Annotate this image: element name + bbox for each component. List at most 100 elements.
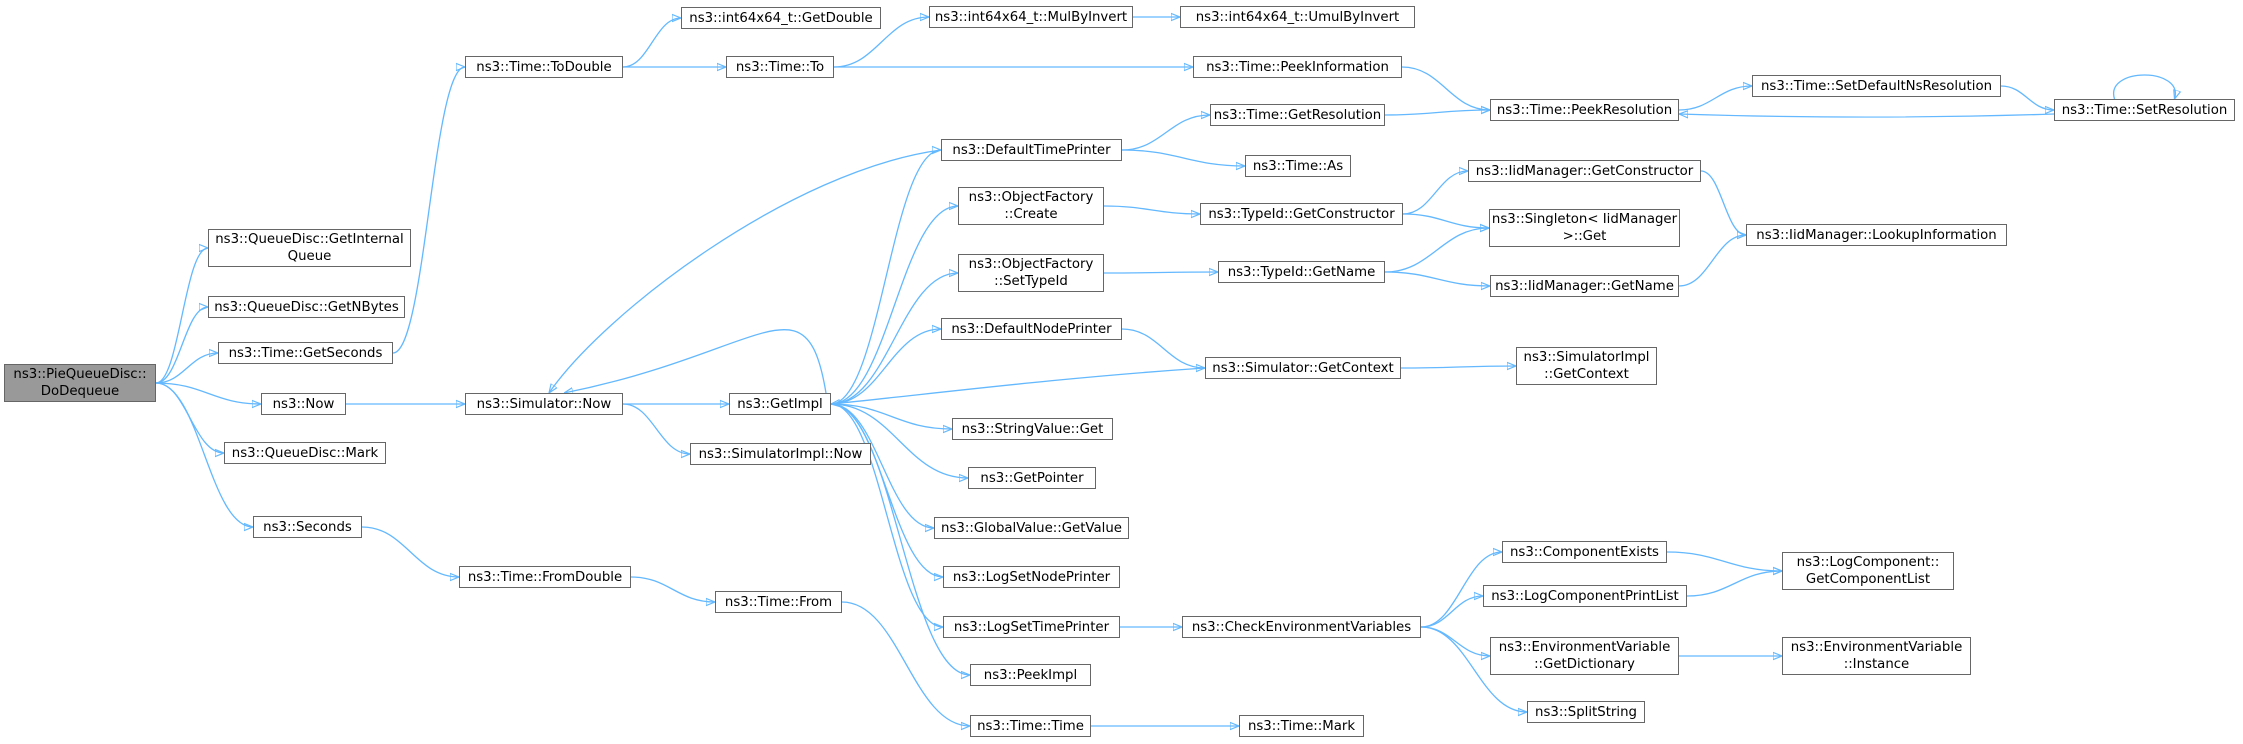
edge-time_to-to-mul_by_invert bbox=[833, 17, 929, 68]
edge-iid_get_constructor-to-iid_lookup_information bbox=[1700, 170, 1747, 235]
edge-type_id_get_name-to-singleton_get bbox=[1384, 228, 1489, 273]
edge-peek_information-to-peek_resolution bbox=[1401, 66, 1490, 110]
node-split-string[interactable]: ns3::SplitString bbox=[1527, 701, 1645, 723]
node-iid-lookup-information[interactable]: ns3::IidManager::LookupInformation bbox=[1746, 224, 2007, 246]
node-singleton-get[interactable]: ns3::Singleton< IidManager >::Get bbox=[1489, 209, 1680, 247]
node-queue-disc-mark[interactable]: ns3::QueueDisc::Mark bbox=[224, 442, 386, 464]
node-root: ns3::PieQueueDisc:: DoDequeue bbox=[4, 364, 156, 402]
edge-root-to-seconds bbox=[155, 382, 253, 527]
node-check-env-vars[interactable]: ns3::CheckEnvironmentVariables bbox=[1182, 616, 1421, 638]
node-simulator-get-context[interactable]: ns3::Simulator::GetContext bbox=[1205, 357, 1401, 379]
edge-time_get_resolution-to-peek_resolution bbox=[1384, 110, 1490, 116]
edge-get-impl-back bbox=[564, 329, 827, 393]
node-time-from-double[interactable]: ns3::Time::FromDouble bbox=[459, 566, 631, 588]
node-type-id-get-constructor[interactable]: ns3::TypeId::GetConstructor bbox=[1200, 203, 1403, 225]
edge-get_impl-to-default_time_printer bbox=[830, 150, 942, 405]
node-get-nbytes[interactable]: ns3::QueueDisc::GetNBytes bbox=[208, 296, 405, 318]
node-time-get-resolution[interactable]: ns3::Time::GetResolution bbox=[1210, 104, 1385, 126]
edge-default-time-printer-back bbox=[549, 149, 942, 393]
node-component-exists[interactable]: ns3::ComponentExists bbox=[1502, 541, 1667, 563]
edge-type_id_get_name-to-iid_get_name bbox=[1384, 271, 1490, 286]
node-type-id-get-name[interactable]: ns3::TypeId::GetName bbox=[1218, 261, 1385, 283]
edge-get_impl-to-string_value_get bbox=[830, 403, 952, 429]
node-env-var-instance[interactable]: ns3::EnvironmentVariable ::Instance bbox=[1782, 637, 1971, 675]
edge-iid_get_name-to-iid_lookup_information bbox=[1678, 235, 1747, 287]
node-get-internal-queue[interactable]: ns3::QueueDisc::GetInternal Queue bbox=[208, 229, 411, 267]
edge-set-resolution-back bbox=[1679, 114, 2055, 117]
node-default-time-printer[interactable]: ns3::DefaultTimePrinter bbox=[941, 139, 1122, 161]
edge-seconds-to-time_from_double bbox=[361, 526, 459, 577]
node-iid-get-constructor[interactable]: ns3::IidManager::GetConstructor bbox=[1468, 160, 1701, 182]
edge-time_to_double-to-int64_get_double bbox=[622, 18, 682, 68]
node-mul-by-invert[interactable]: ns3::int64x64_t::MulByInvert bbox=[929, 6, 1133, 28]
node-global-value-get-value[interactable]: ns3::GlobalValue::GetValue bbox=[934, 517, 1129, 539]
edge-check_env_vars-to-component_exists bbox=[1420, 552, 1502, 628]
node-log-component-print-list[interactable]: ns3::LogComponentPrintList bbox=[1483, 585, 1687, 607]
node-peek-resolution[interactable]: ns3::Time::PeekResolution bbox=[1490, 99, 1679, 121]
edge-get_impl-to-peek_impl bbox=[830, 403, 970, 675]
edge-log_component_print_list-to-log_component_get_component_list bbox=[1686, 571, 1782, 597]
node-simulator-impl-get-context[interactable]: ns3::SimulatorImpl ::GetContext bbox=[1516, 347, 1657, 385]
node-time-time[interactable]: ns3::Time::Time bbox=[970, 715, 1091, 737]
node-get-pointer[interactable]: ns3::GetPointer bbox=[968, 467, 1096, 489]
node-iid-get-name[interactable]: ns3::IidManager::GetName bbox=[1490, 275, 1679, 297]
node-set-default-ns-resolution[interactable]: ns3::Time::SetDefaultNsResolution bbox=[1752, 75, 2001, 97]
edge-check_env_vars-to-log_component_print_list bbox=[1420, 596, 1483, 628]
edge-time_from_double-to-time_from bbox=[630, 576, 715, 602]
node-log-component-get-component-list[interactable]: ns3::LogComponent:: GetComponentList bbox=[1782, 552, 1954, 590]
edge-root-to-get_nbytes bbox=[155, 307, 209, 384]
edge-root-to-time_get_seconds bbox=[155, 353, 218, 384]
edge-root-to-now bbox=[155, 382, 261, 404]
edge-type_id_get_constructor-to-iid_get_constructor bbox=[1402, 171, 1468, 215]
node-peek-information[interactable]: ns3::Time::PeekInformation bbox=[1193, 56, 1402, 78]
edge-get_impl-to-default_node_printer bbox=[830, 329, 941, 405]
edge-simulator_get_context-to-simulator_impl_get_context bbox=[1400, 366, 1516, 368]
edge-time_from-to-time_time bbox=[841, 601, 970, 726]
node-simulator-impl-now[interactable]: ns3::SimulatorImpl::Now bbox=[690, 443, 871, 465]
node-peek-impl[interactable]: ns3::PeekImpl bbox=[970, 664, 1091, 686]
node-time-mark[interactable]: ns3::Time::Mark bbox=[1239, 715, 1364, 737]
node-time-from[interactable]: ns3::Time::From bbox=[715, 591, 842, 613]
node-simulator-now[interactable]: ns3::Simulator::Now bbox=[465, 393, 623, 415]
edge-set_default_ns_resolution-to-time_set_resolution bbox=[2000, 85, 2054, 110]
node-string-value-get[interactable]: ns3::StringValue::Get bbox=[952, 418, 1113, 440]
node-time-as[interactable]: ns3::Time::As bbox=[1245, 155, 1351, 177]
edge-object_factory_create-to-type_id_get_constructor bbox=[1103, 205, 1200, 214]
edge-get_impl-to-global_value_get_value bbox=[830, 403, 934, 528]
edge-check_env_vars-to-split_string bbox=[1420, 626, 1527, 712]
node-get-impl[interactable]: ns3::GetImpl bbox=[729, 393, 831, 415]
edge-get_impl-to-object_factory_create bbox=[830, 206, 958, 405]
node-time-get-seconds[interactable]: ns3::Time::GetSeconds bbox=[218, 342, 393, 364]
node-time-set-resolution[interactable]: ns3::Time::SetResolution bbox=[2054, 99, 2235, 121]
node-time-to-double[interactable]: ns3::Time::ToDouble bbox=[465, 56, 623, 78]
edge-object_factory_set_type_id-to-type_id_get_name bbox=[1103, 272, 1218, 273]
node-default-node-printer[interactable]: ns3::DefaultNodePrinter bbox=[941, 318, 1122, 340]
edge-default_time_printer-to-time_as bbox=[1121, 149, 1245, 166]
edge-root-to-get_internal_queue bbox=[155, 248, 209, 384]
edge-get_impl-to-log_set_time_printer bbox=[830, 403, 943, 627]
edge-set-resolution-self bbox=[2113, 74, 2176, 99]
node-env-var-get-dictionary[interactable]: ns3::EnvironmentVariable ::GetDictionary bbox=[1490, 637, 1679, 675]
node-object-factory-create[interactable]: ns3::ObjectFactory ::Create bbox=[958, 187, 1104, 225]
edge-time_get_seconds-to-time_to_double bbox=[392, 67, 466, 354]
node-umul-by-invert[interactable]: ns3::int64x64_t::UmulByInvert bbox=[1180, 6, 1415, 28]
edge-type_id_get_constructor-to-singleton_get bbox=[1402, 213, 1489, 228]
edge-check_env_vars-to-env_var_get_dictionary bbox=[1420, 626, 1490, 656]
edge-simulator-get-context-back bbox=[831, 367, 1206, 404]
edge-get_impl-to-get_pointer bbox=[830, 403, 968, 478]
edge-default_node_printer-to-simulator_get_context bbox=[1121, 328, 1205, 368]
node-seconds[interactable]: ns3::Seconds bbox=[253, 516, 362, 538]
edge-simulator_now-to-simulator_impl_now bbox=[622, 403, 691, 454]
node-time-to[interactable]: ns3::Time::To bbox=[726, 56, 834, 78]
node-log-set-node-printer[interactable]: ns3::LogSetNodePrinter bbox=[943, 566, 1120, 588]
edge-peek_resolution-to-set_default_ns_resolution bbox=[1678, 86, 1752, 111]
edge-component_exists-to-log_component_get_component_list bbox=[1666, 551, 1782, 571]
edge-get_impl-to-object_factory_set_type_id bbox=[830, 273, 958, 405]
node-log-set-time-printer[interactable]: ns3::LogSetTimePrinter bbox=[943, 616, 1120, 638]
node-int64-get-double[interactable]: ns3::int64x64_t::GetDouble bbox=[681, 7, 881, 29]
edge-default_time_printer-to-time_get_resolution bbox=[1121, 115, 1210, 151]
node-object-factory-set-type-id[interactable]: ns3::ObjectFactory ::SetTypeId bbox=[958, 254, 1104, 292]
node-now[interactable]: ns3::Now bbox=[261, 393, 346, 415]
